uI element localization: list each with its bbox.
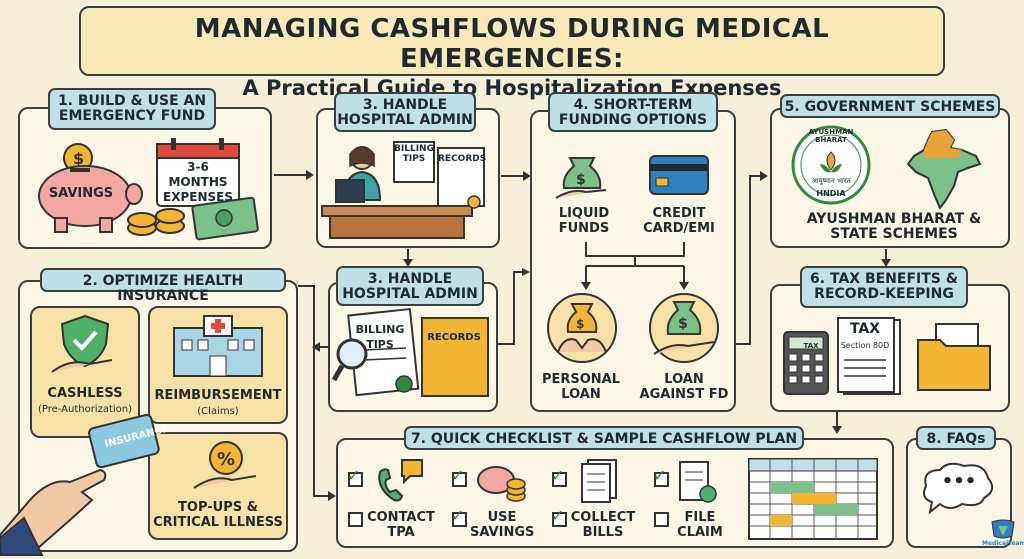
billing-tips-label-bottom: BILLING TIPS — [355, 323, 405, 351]
arrow-government-to-tax — [881, 249, 891, 267]
check-mark-icon: ✓ — [551, 506, 565, 525]
topups-label: TOP-UPS & CRITICAL ILLNESS — [153, 500, 283, 530]
ayushman-seal-icon — [791, 125, 871, 205]
svg-text:$: $ — [678, 316, 688, 332]
medicalteam-logo-icon — [991, 519, 1015, 539]
checklist-item-collect-bills: COLLECT BILLS — [570, 510, 636, 540]
arrow-fund-to-admin — [274, 170, 314, 180]
calendar-label: 3-6 MONTHS EXPENSES — [163, 160, 233, 204]
checklist-checkbox-3b[interactable] — [552, 512, 567, 527]
seal-bottom-text: HNDIA — [816, 189, 846, 198]
cashless-label: CASHLESS — [47, 386, 123, 401]
section-hospital-admin-bottom-header: 3. HANDLE HOSPITAL ADMIN — [336, 266, 484, 306]
section-government-schemes-header: 5. GOVERNMENT SCHEMES — [780, 94, 1000, 118]
checklist-checkbox-2b[interactable] — [452, 512, 467, 527]
government-schemes-label: AYUSHMAN BHARAT & STATE SCHEMES — [806, 211, 982, 242]
checklist-checkbox-4a[interactable] — [654, 472, 669, 487]
checklist-item-use-savings: USE SAVINGS — [470, 510, 535, 540]
section-health-insurance-header: 2. OPTIMIZE HEALTH INSURANCE — [40, 268, 286, 304]
section-checklist-header: 7. QUICK CHECKLIST & SAMPLE CASHFLOW PLA… — [404, 426, 804, 450]
page-title: MANAGING CASHFLOWS DURING MEDICAL EMERGE… — [194, 14, 830, 74]
check-mark-icon: ✓ — [451, 506, 465, 525]
reimbursement-sublabel: (Claims) — [197, 406, 239, 417]
billing-tips-label-top: BILLING TIPS — [394, 144, 434, 164]
checklist-item-file-claim: FILE CLAIM — [677, 510, 723, 540]
checklist-item-contact-tpa: CONTACT TPA — [367, 510, 435, 540]
arrow-admin-to-funding — [501, 171, 531, 181]
india-map-icon — [906, 128, 982, 210]
arrow-admin-bottom-to-funding — [498, 268, 530, 345]
faq-bubble-dots: ••• — [941, 471, 977, 492]
section-tax-benefits-header: 6. TAX BENEFITS & RECORD-KEEPING — [800, 266, 968, 308]
checklist-checkbox-1a[interactable] — [348, 472, 363, 487]
section-faqs-header: 8. FAQs — [916, 426, 996, 450]
piggy-coins-icon — [477, 466, 526, 502]
seal-mid-text: आयुष्मान भारत — [811, 177, 851, 185]
tax-document-icon — [837, 317, 901, 395]
arrow-funding-to-government — [736, 171, 768, 345]
check-mark-icon: ✓ — [653, 466, 667, 485]
tax-doc-title: TAX — [849, 321, 881, 337]
svg-text:$: $ — [576, 172, 586, 188]
calculator-tax-label: TAX — [803, 342, 819, 350]
checklist-checkbox-3a[interactable] — [552, 472, 567, 487]
cashflow-plan-table-icon — [748, 458, 878, 540]
personal-loan-label: PERSONAL LOAN — [541, 372, 621, 402]
credit-card-label: CREDIT CARD/EMI — [643, 206, 715, 236]
shield-hand-icon — [51, 314, 113, 373]
section-emergency-fund-header: 1. BUILD & USE AN EMERGENCY FUND — [48, 88, 216, 130]
seal-top-text: AYUSHMAN BHARAT — [808, 128, 854, 144]
section-hospital-admin-top-header: 3. HANDLE HOSPITAL ADMIN — [334, 92, 476, 132]
records-label-bottom: RECORDS — [427, 332, 481, 343]
personal-loan-icon: $ — [547, 293, 617, 363]
reimbursement-label: REIMBURSEMENT — [154, 388, 282, 403]
check-mark-icon: ✓ — [451, 466, 465, 485]
section-funding-options-header: 4. SHORT-TERM FUNDING OPTIONS — [548, 92, 718, 132]
speech-bubble-icon — [923, 462, 994, 515]
title-banner: MANAGING CASHFLOWS DURING MEDICAL EMERGE… — [79, 6, 945, 100]
percent-hand-icon: % — [193, 441, 257, 489]
loan-fd-icon: $ — [649, 293, 719, 363]
arrow-tax-to-checklist — [832, 412, 842, 434]
receptionist-icon — [321, 141, 485, 239]
calendar-icon — [156, 138, 240, 207]
money-bag-hand-icon: $ — [555, 157, 607, 199]
checklist-checkbox-1b[interactable] — [348, 512, 363, 527]
svg-text:%: % — [217, 449, 235, 470]
liquid-funds-label: LIQUID FUNDS — [558, 206, 610, 236]
tax-doc-sub: Section 80D — [840, 341, 890, 350]
folder-icon — [917, 323, 991, 391]
savings-label: SAVINGS — [48, 186, 114, 201]
check-mark-icon: ✓ — [551, 466, 565, 485]
hospital-building-icon — [173, 315, 263, 377]
insurance-card-hand-icon — [0, 413, 160, 556]
arrow-insurance-to-checklist — [298, 285, 336, 501]
arrow-admin-down — [403, 249, 413, 267]
calculator-icon — [783, 331, 829, 395]
arrow-admin-to-insurance — [312, 342, 330, 352]
file-claim-icon — [679, 461, 717, 503]
cashless-sublabel: (Pre-Authorization) — [37, 404, 133, 415]
piggy-bank-icon: $ — [38, 143, 143, 233]
logo-text: MedicalTeam — [982, 540, 1024, 547]
loan-fd-label: LOAN AGAINST FD — [639, 372, 729, 402]
bills-icon — [581, 459, 617, 503]
funding-split-connector — [581, 242, 689, 290]
svg-text:$: $ — [73, 149, 84, 168]
coins-cash-icon — [127, 196, 259, 241]
records-label-top: RECORDS — [438, 154, 487, 164]
svg-text:$: $ — [576, 317, 584, 331]
phone-chat-icon — [378, 459, 423, 502]
checklist-checkbox-4b[interactable] — [654, 512, 669, 527]
billing-records-icon — [331, 307, 489, 397]
checklist-checkbox-2a[interactable] — [452, 472, 467, 487]
check-mark-icon: ✓ — [347, 466, 361, 485]
credit-card-icon — [649, 155, 709, 195]
